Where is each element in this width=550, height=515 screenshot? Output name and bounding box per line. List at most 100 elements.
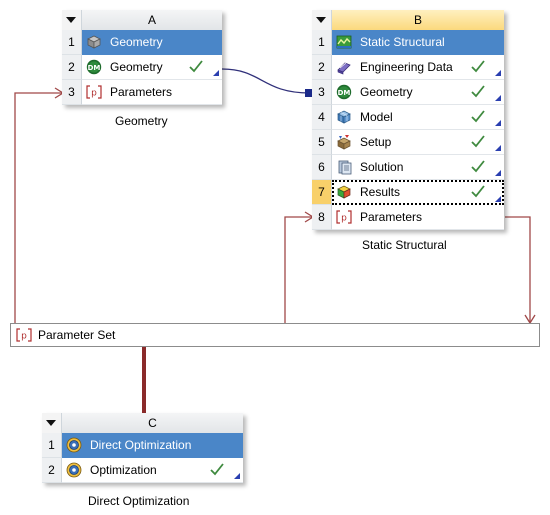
setup-icon — [337, 135, 351, 150]
svg-text:p: p — [341, 214, 347, 224]
cell-solution[interactable]: Solution — [332, 155, 504, 180]
designmodeler-icon: DM — [86, 59, 102, 75]
row-number: 2 — [312, 55, 332, 80]
system-a-row-2[interactable]: 2 DM Geometry — [62, 55, 222, 80]
static-structural-icon — [336, 35, 352, 49]
cell-model[interactable]: Model — [332, 105, 504, 130]
row-number: 4 — [312, 105, 332, 130]
row-label: Parameters — [110, 85, 173, 99]
cell-geometry[interactable]: DM Geometry — [332, 80, 504, 105]
row-label: Setup — [360, 135, 392, 149]
system-c-header: C — [42, 413, 243, 433]
system-a-caption[interactable]: Geometry — [115, 114, 168, 128]
status-corner-icon — [495, 196, 501, 202]
system-c-direct-optimization[interactable]: C 1 Direct Optimization 2 Optimization — [42, 413, 243, 483]
cell-setup[interactable]: Setup — [332, 130, 504, 155]
cell-optimization[interactable]: Optimization — [62, 458, 243, 483]
row-label: Parameters — [360, 210, 423, 224]
system-a-menu-dropdown[interactable] — [62, 10, 82, 30]
svg-text:DM: DM — [338, 89, 351, 97]
parameter-set-label: Parameter Set — [38, 328, 116, 342]
param-link-b-in-line[interactable] — [284, 216, 312, 323]
row-label: Optimization — [90, 463, 157, 477]
row-number: 3 — [62, 80, 82, 105]
system-c-menu-dropdown[interactable] — [42, 413, 62, 433]
cell-static-structural[interactable]: Static Structural — [332, 30, 504, 55]
system-b-static-structural[interactable]: B 1 Static Structural 2 Engineering Data… — [312, 10, 504, 230]
row-label: Engineering Data — [360, 60, 453, 74]
svg-text:p: p — [91, 89, 97, 99]
system-b-row-6[interactable]: 6 Solution — [312, 155, 504, 180]
param-link-c-bar[interactable] — [142, 347, 146, 413]
row-number: 5 — [312, 130, 332, 155]
check-icon — [471, 160, 485, 173]
direct-optimization-icon — [66, 437, 82, 453]
svg-text:p: p — [21, 332, 27, 342]
system-a-row-3[interactable]: 3 p Parameters — [62, 80, 222, 105]
system-b-row-8[interactable]: 8 p Parameters — [312, 205, 504, 230]
row-number: 1 — [62, 30, 82, 55]
system-b-caption[interactable]: Static Structural — [362, 238, 447, 252]
status-corner-icon — [495, 120, 501, 126]
row-number: 1 — [312, 30, 332, 55]
dropdown-arrow-icon — [66, 17, 76, 23]
system-a-header: A — [62, 10, 222, 30]
geometry-link-line[interactable] — [221, 68, 311, 94]
system-b-row-4[interactable]: 4 Model — [312, 105, 504, 130]
param-link-b-out-line[interactable] — [505, 216, 531, 322]
designmodeler-icon: DM — [336, 84, 352, 100]
cell-engineering-data[interactable]: Engineering Data — [332, 55, 504, 80]
row-label: Solution — [360, 160, 404, 174]
cell-geometry[interactable]: DM Geometry — [82, 55, 222, 80]
status-corner-icon — [234, 473, 240, 479]
svg-text:DM: DM — [88, 64, 101, 72]
system-b-column-letter: B — [332, 10, 504, 30]
cell-direct-optimization[interactable]: Direct Optimization — [62, 433, 243, 458]
system-c-row-1[interactable]: 1 Direct Optimization — [42, 433, 243, 458]
results-icon — [337, 185, 351, 199]
row-number: 2 — [62, 55, 82, 80]
system-b-row-3[interactable]: 3 DM Geometry — [312, 80, 504, 105]
status-corner-icon — [495, 145, 501, 151]
cell-results[interactable]: Results — [332, 180, 504, 205]
row-label: Results — [360, 185, 401, 199]
parameters-icon: p — [16, 328, 32, 342]
system-b-row-1[interactable]: 1 Static Structural — [312, 30, 504, 55]
cell-parameters[interactable]: p Parameters — [82, 80, 222, 105]
system-c-row-2[interactable]: 2 Optimization — [42, 458, 243, 483]
status-corner-icon — [213, 70, 219, 76]
solution-icon — [338, 160, 352, 175]
parameter-set-bar[interactable]: p Parameter Set — [10, 323, 540, 347]
row-label: Geometry — [360, 85, 413, 99]
status-corner-icon — [495, 70, 501, 76]
system-a-geometry[interactable]: A 1 Geometry 2 DM Geometry 3 — [62, 10, 222, 105]
row-number: 8 — [312, 205, 332, 230]
cell-geometry-system[interactable]: Geometry — [82, 30, 222, 55]
cell-parameters[interactable]: p Parameters — [332, 205, 504, 230]
row-number: 7 — [312, 180, 332, 205]
check-icon — [471, 110, 485, 123]
system-b-header: B — [312, 10, 504, 30]
row-number: 2 — [42, 458, 62, 483]
check-icon — [471, 60, 485, 73]
row-label: Static Structural — [360, 35, 445, 49]
geometry-link-endpoint[interactable] — [305, 89, 313, 97]
row-label: Geometry — [110, 35, 163, 49]
system-b-menu-dropdown[interactable] — [312, 10, 332, 30]
check-icon — [471, 85, 485, 98]
row-number: 3 — [312, 80, 332, 105]
check-icon — [210, 463, 224, 476]
system-b-row-7[interactable]: 7 Results — [312, 180, 504, 205]
system-b-row-5[interactable]: 5 Setup — [312, 130, 504, 155]
system-b-row-2[interactable]: 2 Engineering Data — [312, 55, 504, 80]
system-c-column-letter: C — [62, 413, 243, 433]
parameters-icon: p — [336, 210, 352, 224]
geometry-system-icon — [87, 35, 101, 49]
system-a-row-1[interactable]: 1 Geometry — [62, 30, 222, 55]
system-c-caption[interactable]: Direct Optimization — [88, 494, 190, 508]
parameters-icon: p — [86, 85, 102, 99]
check-icon — [471, 185, 485, 198]
engineering-data-icon — [337, 61, 351, 75]
param-link-a-line[interactable] — [14, 92, 62, 323]
system-a-column-letter: A — [82, 10, 222, 30]
